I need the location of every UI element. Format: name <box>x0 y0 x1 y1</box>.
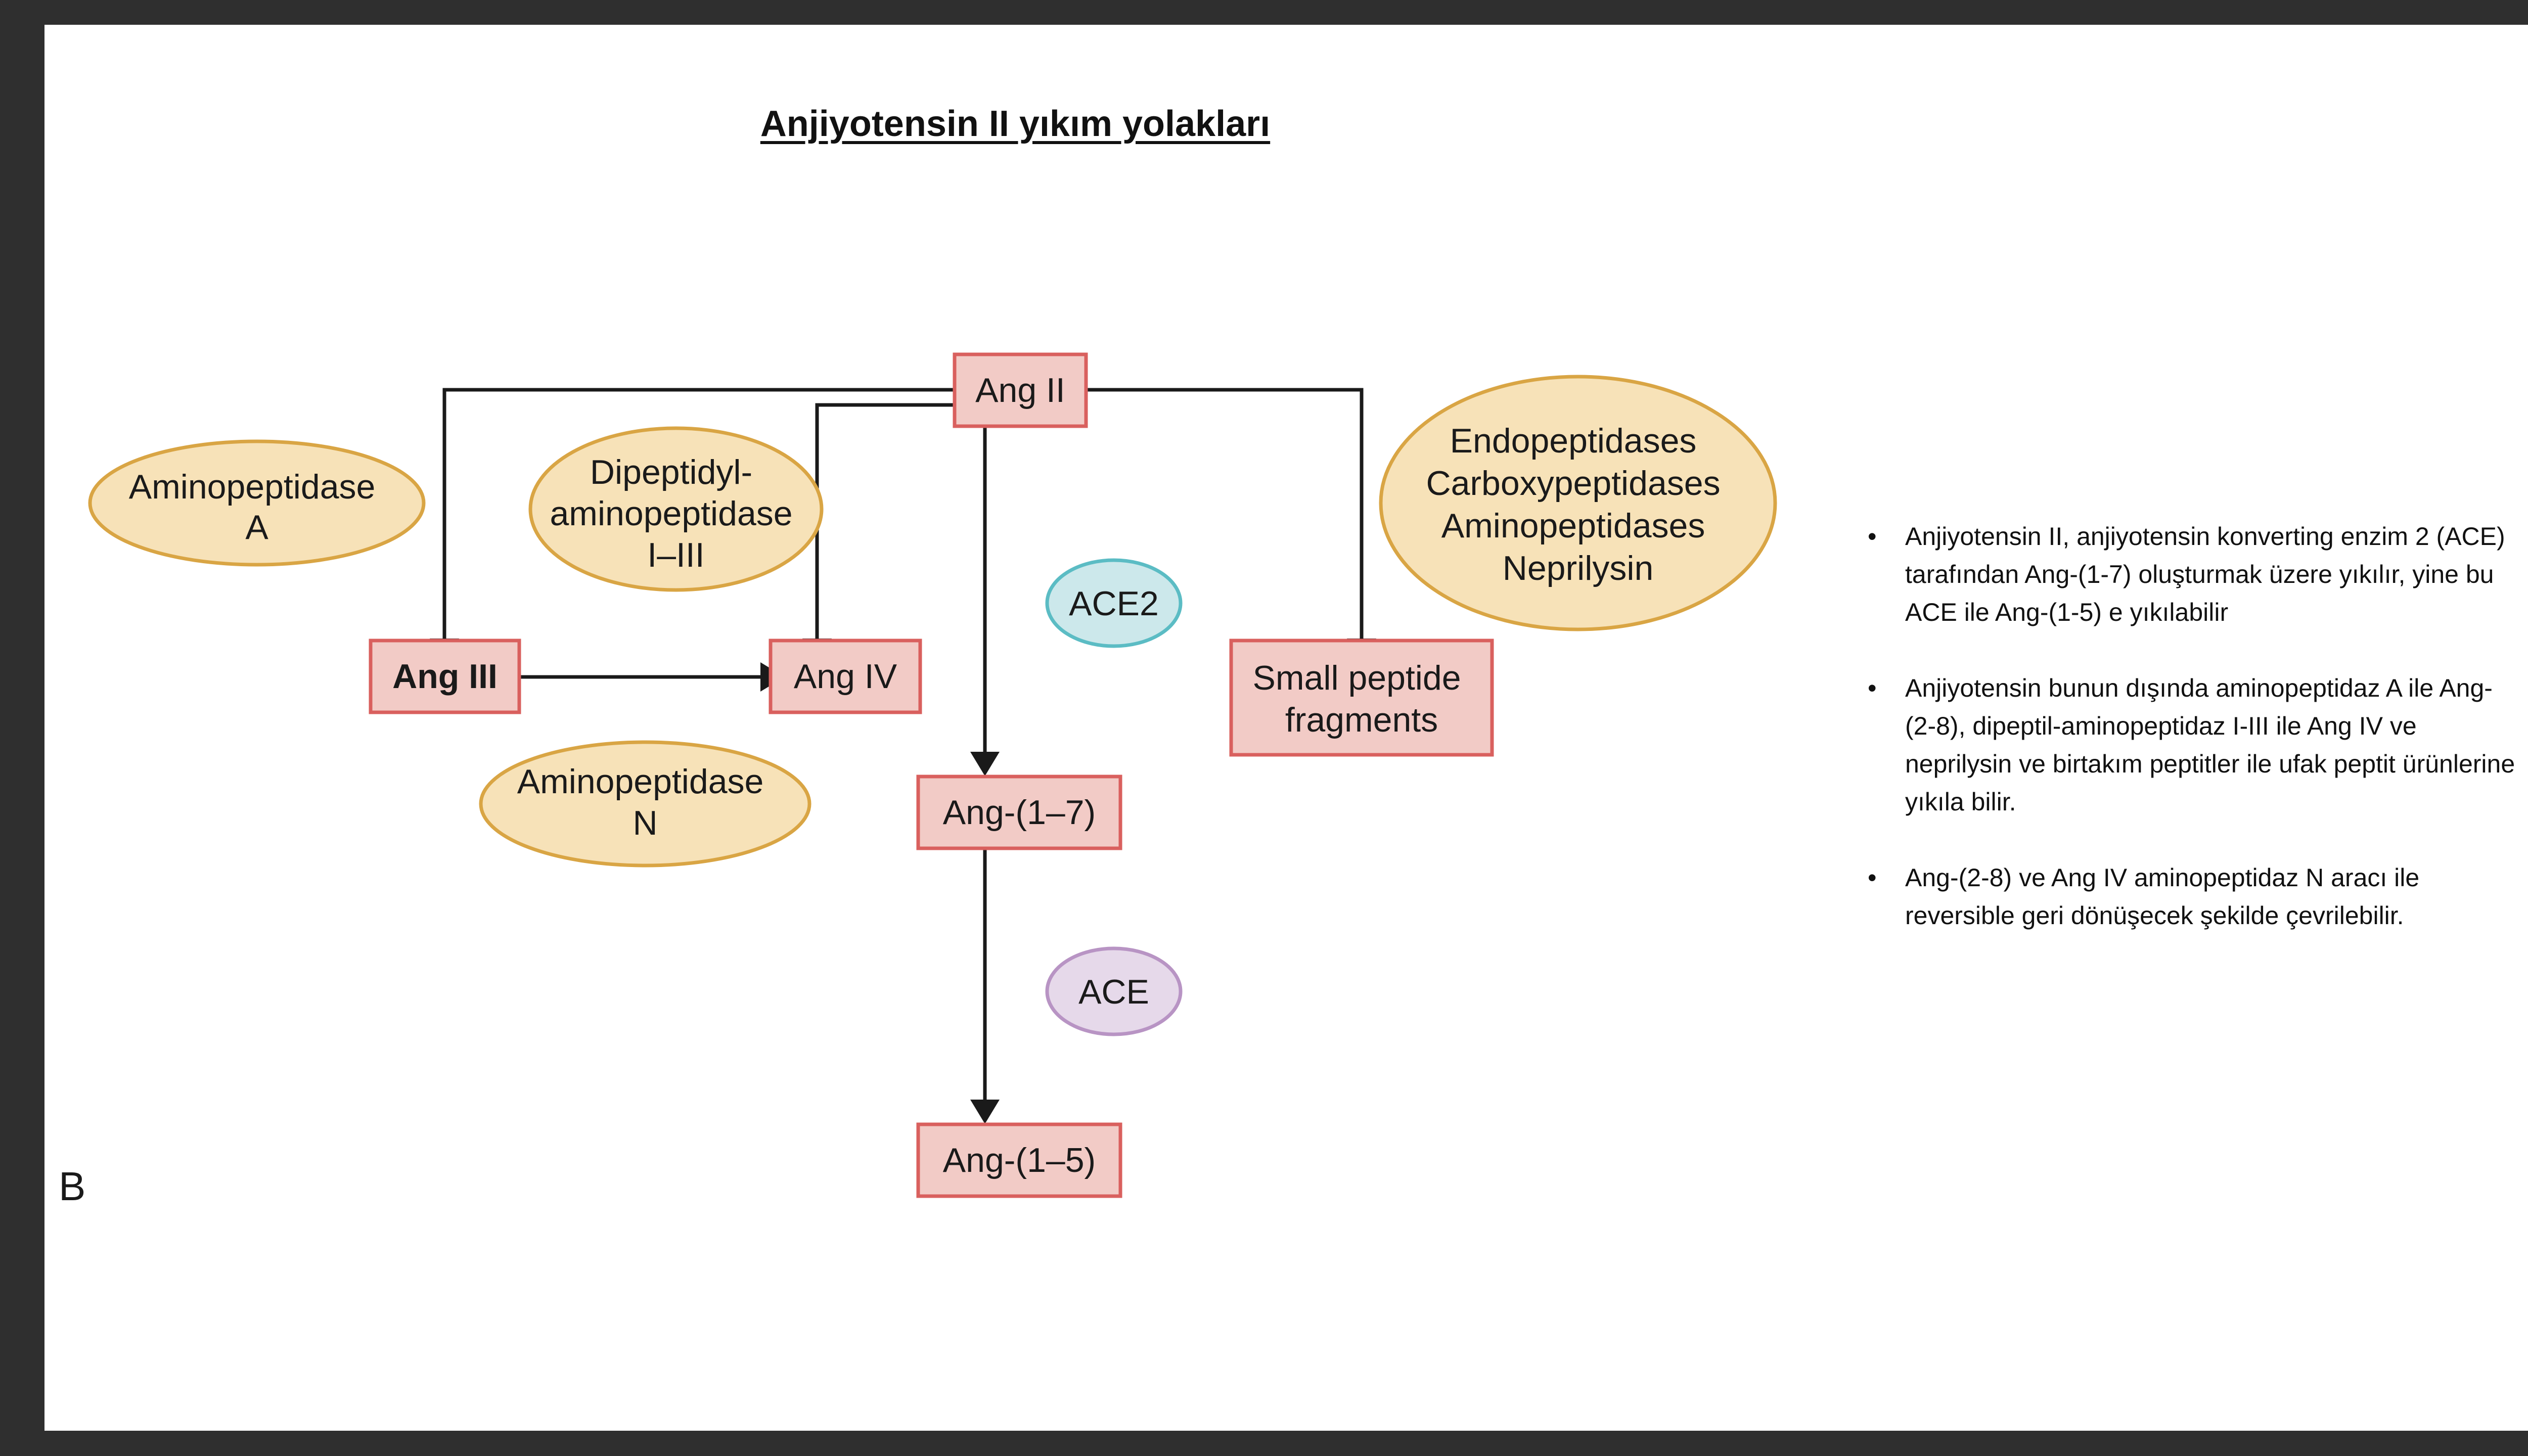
svg-text:Aminopeptidase N: Aminopeptidase N <box>517 762 774 842</box>
enzyme-peptidases-line2: Carboxypeptidases <box>1426 464 1720 503</box>
slide-title: Anjiyotensin II yıkım yolakları <box>760 104 1271 144</box>
enzyme-dipeptidyl-line2: aminopeptidase <box>550 494 792 533</box>
panel-label: B <box>59 1164 85 1209</box>
node-ang-1-7: Ang-(1–7) <box>916 775 1122 850</box>
enzyme-dipeptidyl-line1: Dipeptidyl- <box>590 453 752 491</box>
svg-text:Aminopeptidase A: Aminopeptidase A <box>129 468 385 547</box>
enzyme-aminopeptidase-n-line1: Aminopeptidase <box>517 762 764 801</box>
bullet-symbol: • <box>1868 863 1877 892</box>
enzyme-dipeptidyl-aminopeptidase: Dipeptidyl- aminopeptidase I–III <box>528 426 824 592</box>
node-ang-1-7-label: Ang-(1–7) <box>943 793 1096 832</box>
bullet-item: • Anjiyotensin bunun dışında aminopeptid… <box>1865 669 2522 821</box>
enzyme-ace2-label: ACE2 <box>1069 584 1159 623</box>
node-ang2-label: Ang II <box>975 371 1065 410</box>
enzyme-aminopeptidase-a-line2: A <box>245 508 268 547</box>
enzyme-peptidases-line3: Aminopeptidases <box>1441 507 1705 545</box>
enzyme-peptidases-line4: Neprilysin <box>1503 549 1654 587</box>
explanation-bullet-list: • Anjiyotensin II, anjiyotensin konverti… <box>1865 518 2522 973</box>
bullet-item: • Ang-(2-8) ve Ang IV aminopeptidaz N ar… <box>1865 859 2522 935</box>
bullet-text: Anjiyotensin bunun dışında aminopeptidaz… <box>1905 674 2515 816</box>
arrow-ang2-to-ang4 <box>815 403 955 641</box>
angiotensin-pathway-diagram: Aminopeptidase A Dipeptidyl- aminopeptid… <box>59 352 1777 1209</box>
arrowhead-ang17 <box>970 752 1000 776</box>
node-ang2: Ang II <box>953 352 1088 428</box>
arrow-ang2-to-ang3 <box>442 388 955 641</box>
enzyme-dipeptidyl-line3: I–III <box>647 536 704 574</box>
enzyme-ace-label: ACE <box>1078 973 1149 1011</box>
bullet-symbol: • <box>1868 674 1877 702</box>
enzyme-aminopeptidase-n-line2: N <box>633 804 657 842</box>
enzyme-ace: ACE <box>1045 946 1183 1036</box>
svg-text:Dipeptidyl- aminopepti: Dipeptidyl- aminopeptidase I–III <box>550 453 802 574</box>
svg-text:Small peptide fragment: Small peptide fragments <box>1253 659 1471 739</box>
pathway-arrows <box>430 388 1376 1124</box>
bullet-symbol: • <box>1868 522 1877 551</box>
node-ang4-label: Ang IV <box>794 657 897 696</box>
enzyme-ace2: ACE2 <box>1045 558 1183 648</box>
enzyme-peptidases-line1: Endopeptidases <box>1450 422 1697 460</box>
node-fragments-line2: fragments <box>1285 701 1438 739</box>
bullet-text: Anjiyotensin II, anjiyotensin konverting… <box>1905 522 2505 626</box>
slide-canvas: Anjiyotensin II yıkım yolakları <box>44 25 2528 1431</box>
enzyme-aminopeptidase-a-line1: Aminopeptidase <box>129 468 376 506</box>
node-ang-1-5: Ang-(1–5) <box>916 1122 1122 1198</box>
arrowhead-ang15 <box>970 1100 1000 1124</box>
node-ang3-label: Ang III <box>392 657 498 696</box>
node-ang4: Ang IV <box>769 639 922 714</box>
enzyme-peptidases: Endopeptidases Carboxypeptidases Aminope… <box>1379 375 1777 631</box>
node-fragments-line1: Small peptide <box>1253 659 1461 697</box>
bullet-text: Ang-(2-8) ve Ang IV aminopeptidaz N arac… <box>1905 863 2420 930</box>
enzyme-aminopeptidase-n: Aminopeptidase N <box>479 740 811 868</box>
node-ang3: Ang III <box>369 639 521 714</box>
bullet-item: • Anjiyotensin II, anjiyotensin konverti… <box>1865 518 2522 631</box>
svg-text:Endopeptidases Carboxy: Endopeptidases Carboxypeptidases Aminope… <box>1426 422 1730 587</box>
enzyme-aminopeptidase-a: Aminopeptidase A <box>88 439 426 567</box>
arrow-ang2-to-fragments <box>1015 388 1364 641</box>
node-ang-1-5-label: Ang-(1–5) <box>943 1141 1096 1179</box>
node-small-peptide-fragments: Small peptide fragments <box>1229 639 1494 757</box>
